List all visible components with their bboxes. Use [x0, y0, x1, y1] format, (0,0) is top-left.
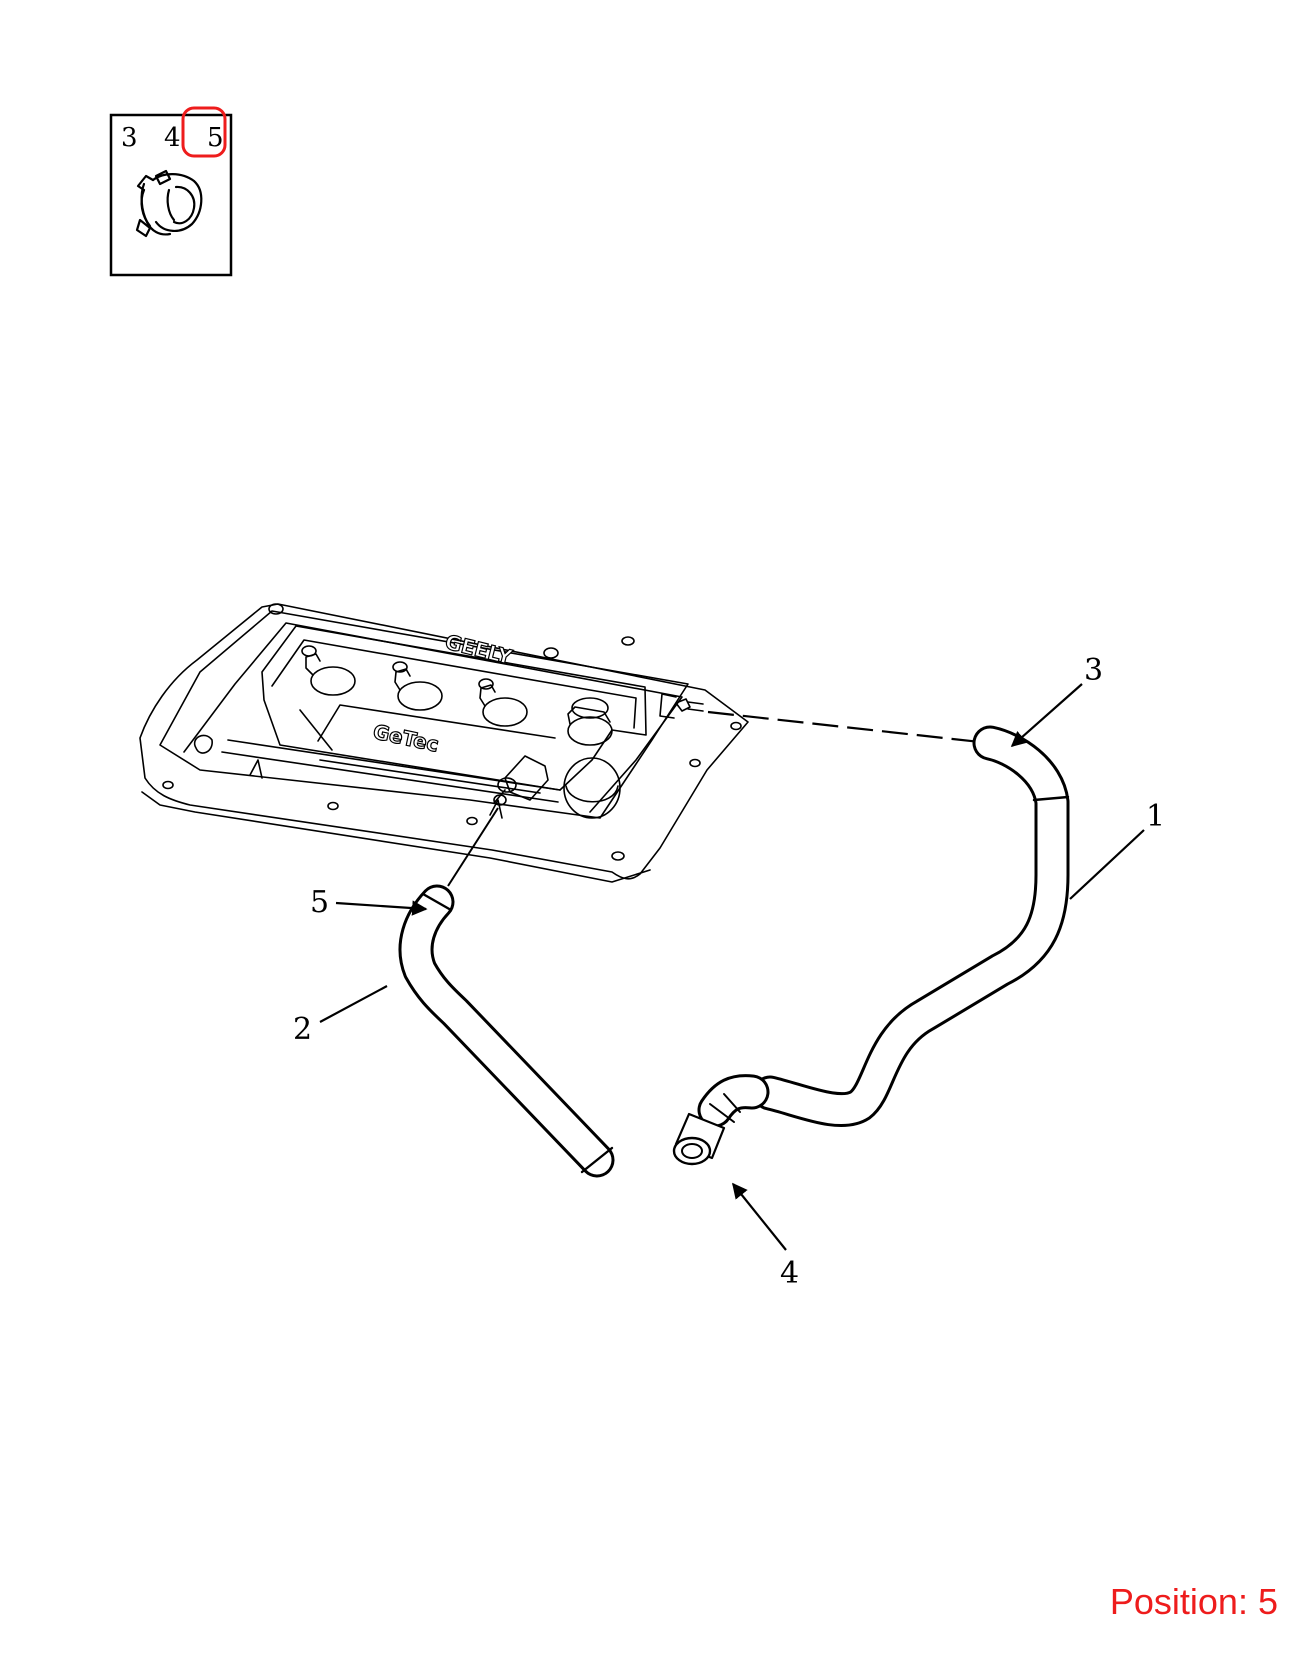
pcv-fitting-front — [493, 755, 549, 806]
callout-numbers: 1 2 3 4 5 — [293, 653, 1165, 1291]
callout-leaders — [319, 683, 1145, 1251]
highlight-ring — [181, 106, 227, 158]
position-label: Position: 5 — [1110, 1581, 1278, 1623]
inset-number-5: 5 — [207, 123, 224, 153]
inset-frame — [109, 113, 233, 277]
position-value: 5 — [1257, 1581, 1278, 1622]
breather-outlet-rear — [659, 693, 704, 719]
connection-line-front — [447, 807, 499, 887]
leader-1 — [1069, 829, 1145, 900]
callout-3: 3 — [1084, 653, 1103, 688]
cover-engine-text: GeTec — [371, 719, 441, 756]
cover-brand-text: GEELY — [443, 630, 515, 670]
callout-2: 2 — [293, 1012, 312, 1047]
callout-1: 1 — [1146, 799, 1165, 834]
inset-number-4: 4 — [164, 123, 181, 153]
arrow-3 — [1010, 683, 1083, 748]
cover-lettering: GEELY GeTec — [370, 629, 515, 757]
valve-cover — [139, 603, 749, 883]
callout-4: 4 — [780, 1256, 799, 1291]
clamp-inset: 3 4 5 — [109, 106, 233, 277]
leader-2 — [319, 985, 388, 1023]
breather-hose — [672, 725, 1070, 1166]
arrow-5 — [335, 900, 428, 916]
arrow-4 — [732, 1182, 787, 1251]
clamp-icon — [135, 169, 203, 238]
position-label-text: Position: — [1109, 1581, 1248, 1622]
pcv-hose — [398, 884, 615, 1178]
plug-wells — [301, 645, 613, 746]
inset-number-3: 3 — [121, 123, 138, 153]
callout-5: 5 — [310, 885, 329, 920]
oil-filler-cap — [563, 757, 621, 819]
connection-dash-rear — [707, 710, 981, 744]
